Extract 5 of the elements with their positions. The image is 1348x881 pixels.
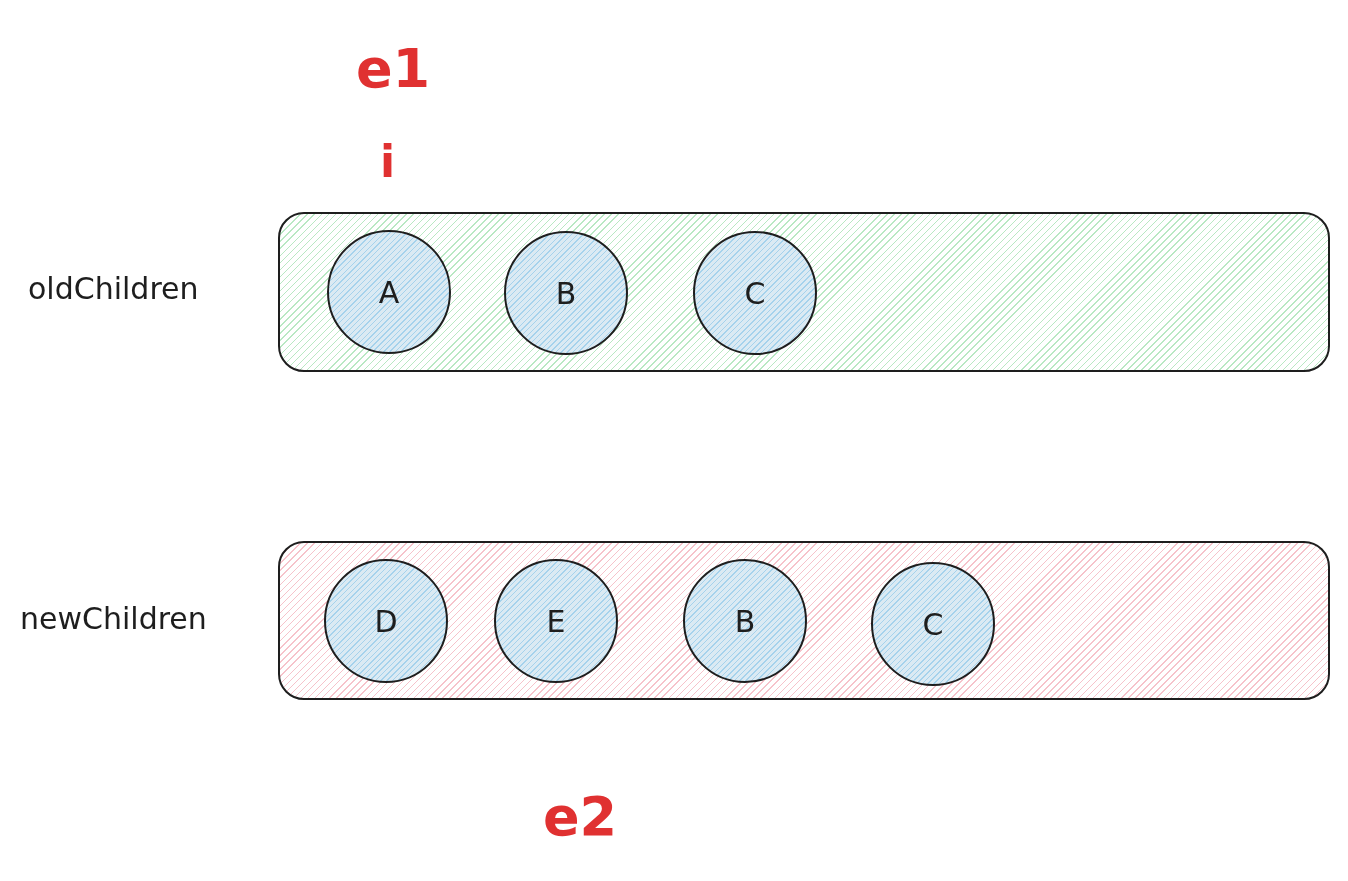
pointer-label: e1 [356, 42, 431, 96]
pointer-label: i [380, 140, 396, 184]
array-label: oldChildren [28, 274, 199, 304]
array-label: newChildren [20, 604, 207, 634]
pointer-label: e2 [543, 790, 618, 844]
